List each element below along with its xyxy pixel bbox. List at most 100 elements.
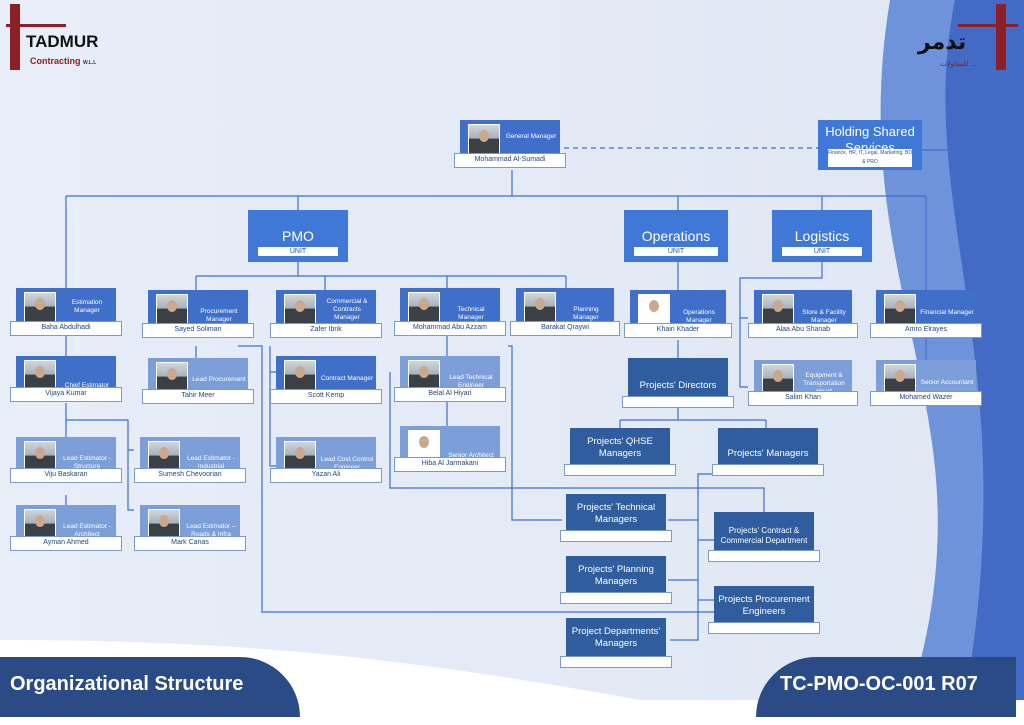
photo (284, 441, 316, 473)
name-label: Mohammad Abu Azzam (394, 321, 506, 336)
dept-label: Projects Procurement Engineers (718, 594, 810, 617)
role-label: Lead Estimator - Architect (63, 523, 111, 538)
dept-bar (712, 464, 824, 476)
procurement-engineers-box: Projects Procurement Engineers (708, 586, 820, 634)
operations-title: Operations (641, 228, 711, 244)
equipment-head-box: Equipment & Transportation HeadSalim Kha… (748, 360, 858, 406)
dept-bar (708, 622, 820, 634)
logo-sub-small: W.L.L (83, 60, 97, 66)
photo (24, 441, 56, 473)
photo (762, 294, 794, 326)
name-label: Khairi Khader (624, 323, 732, 338)
logo-bar-right (958, 24, 1018, 27)
logistics-title: Logistics (794, 228, 850, 244)
pmo-sub: UNIT (258, 247, 338, 256)
operations-sub: UNIT (634, 247, 718, 256)
name-label: Zafer Ibrik (270, 323, 382, 338)
photo (148, 509, 180, 541)
role-label: Lead Cost Control Engineer (320, 456, 374, 471)
logo-arabic-brand: تدمر (918, 30, 967, 55)
role-label: Lead Estimator - Industrial (187, 455, 235, 470)
role-label: Lead Technical Engineer (449, 374, 493, 389)
name-label: Baha Abdulhadi (10, 321, 122, 336)
name-label: Sumesh Chevoorian (134, 468, 246, 483)
logistics-sub: UNIT (782, 247, 862, 256)
dept-label: Projects' Technical Managers (576, 502, 656, 525)
role-label: Chief Estimator (64, 382, 110, 389)
projects-directors-box: Projects' Directors (622, 358, 734, 408)
dept-bar (560, 592, 672, 604)
photo (284, 294, 316, 326)
dept-label: Projects' Managers (727, 448, 809, 459)
name-label: Barakat Qraywi (510, 321, 620, 336)
role-label: Procurement Manager (200, 308, 238, 323)
projects-managers-box: Projects' Managers (712, 428, 824, 476)
role-label: Contract Manager (320, 375, 374, 382)
dept-bar (560, 530, 672, 542)
technical-managers-box: Projects' Technical Managers (560, 494, 672, 542)
dept-label: Projects' Planning Managers (578, 564, 654, 587)
name-label: Amro Elrayes (870, 323, 982, 338)
name-label: Mark Canas (134, 536, 246, 551)
photo (524, 292, 556, 324)
role-label: Store & Facility Manager (802, 309, 846, 324)
role-label: Planning Manager (573, 306, 599, 321)
dept-label: Project Departments' Managers (571, 626, 661, 649)
role-label: Operations Manager (683, 309, 715, 324)
logo-sub: Contracting W.L.L (30, 56, 96, 66)
photo (638, 294, 670, 326)
dept-bar (708, 550, 820, 562)
departments-managers-box: Project Departments' Managers (560, 618, 672, 668)
logo-mark-right (996, 4, 1006, 70)
name-label: Belal Al Hiyari (394, 387, 506, 402)
photo (884, 294, 916, 326)
role-label: Senior Architect (448, 452, 494, 459)
photo (408, 430, 440, 462)
dept-bar (560, 656, 672, 668)
dept-bar (622, 396, 734, 408)
contract-commercial-dept-box: Projects' Contract & Commercial Departme… (708, 512, 820, 562)
logo-arabic-sub: للمقاولات ... (940, 60, 978, 68)
photo (156, 294, 188, 326)
footer-title: Organizational Structure (10, 673, 244, 695)
role-label: Technical Manager (457, 306, 485, 321)
footer-title-banner: Organizational Structure (0, 657, 300, 717)
role-label: General Manager (505, 133, 557, 140)
role-label: Lead Estimator - Structure (63, 455, 111, 470)
qhse-managers-box: Projects' QHSE Managers (564, 428, 676, 476)
name-label: Alaa Abu Shanab (748, 323, 858, 338)
photo (24, 292, 56, 324)
name-label: Mohamed Wazer (870, 391, 982, 406)
general-manager-box: General Manager Mohammad Al-Sumadi (454, 120, 566, 168)
role-label: Lead Procurement (192, 376, 246, 383)
logistics-unit-box: Logistics UNIT (772, 210, 872, 262)
photo (762, 364, 794, 396)
name-label: Ayman Ahmed (10, 536, 122, 551)
holding-shared-services-box: Holding Shared Services Finance, HR, IT,… (818, 120, 922, 170)
photo (156, 362, 188, 394)
photo (148, 441, 180, 473)
photo (24, 360, 56, 392)
name-label: Scott Kemp (270, 389, 382, 404)
pmo-unit-box: PMO UNIT (248, 210, 348, 262)
dept-label: Projects' Contract & Commercial Departme… (720, 526, 808, 545)
role-label: Financial Manager (920, 309, 974, 316)
photo (284, 360, 316, 392)
logo-brand: TADMUR (26, 32, 99, 51)
pmo-title: PMO (282, 228, 314, 244)
tadmur-logo: TADMUR Contracting W.L.L (6, 4, 116, 70)
tadmur-arabic-logo: تدمر للمقاولات ... (912, 4, 1018, 70)
name-label: Yazan Ali (270, 468, 382, 483)
